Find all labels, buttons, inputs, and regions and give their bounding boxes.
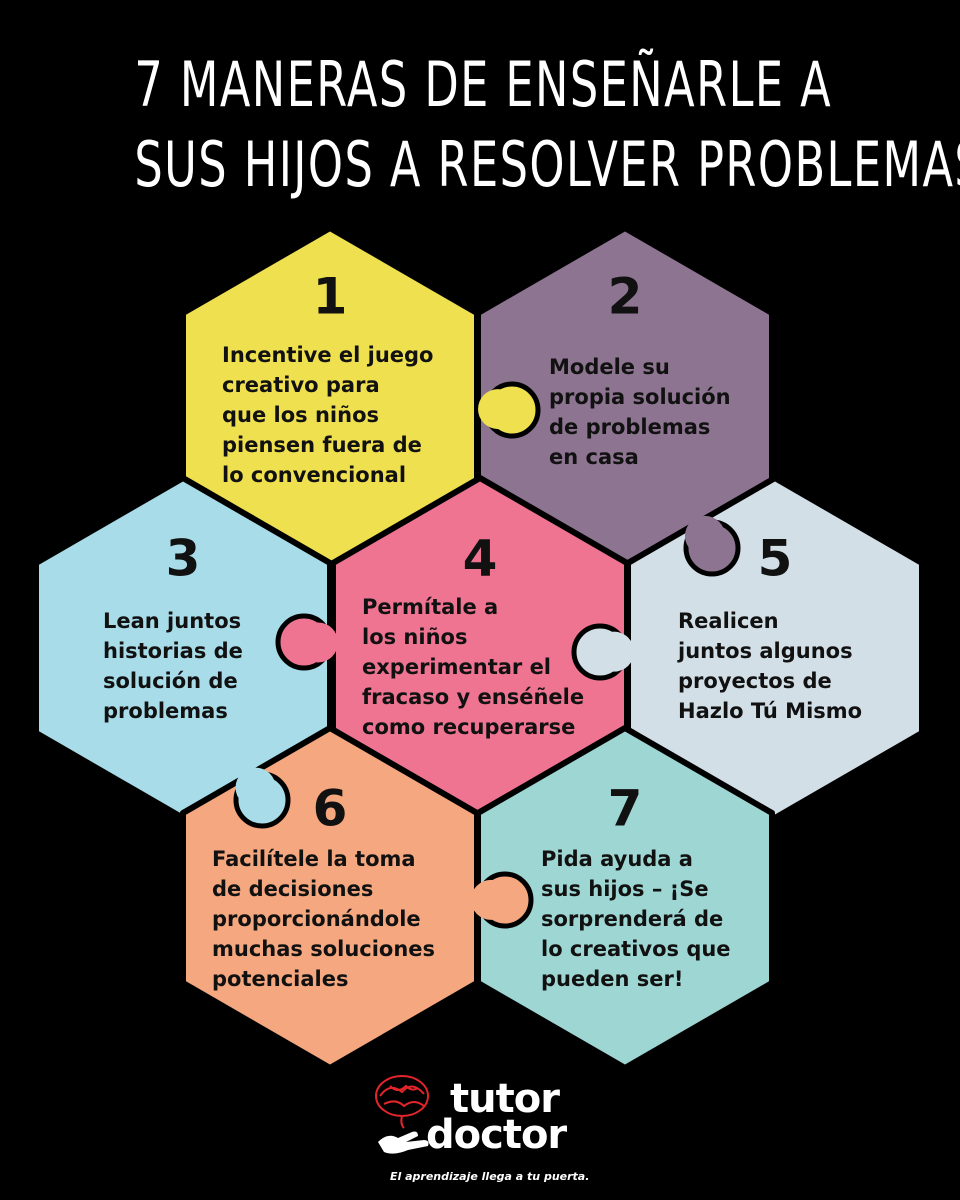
- piece-text-line: Permítale a: [362, 595, 498, 619]
- brain-icon: [375, 1075, 429, 1129]
- piece-text-line: Facilítele la toma: [212, 847, 416, 871]
- title-line-1: 7 MANERAS DE ENSEÑARLE A: [134, 48, 833, 121]
- piece-text-line: los niños: [362, 625, 467, 649]
- piece-text-line: fracaso y enséñele: [362, 685, 584, 709]
- piece-text-line: pueden ser!: [541, 967, 683, 991]
- puzzle-knob-joint: [297, 622, 338, 663]
- piece-text-line: de problemas: [549, 415, 710, 439]
- piece-number: 6: [313, 780, 348, 838]
- puzzle-knob-joint: [235, 767, 276, 808]
- piece-text-line: proyectos de: [678, 669, 832, 693]
- title-line-2: SUS HIJOS A RESOLVER PROBLEMAS: [134, 128, 960, 201]
- puzzle-knob-joint: [471, 879, 512, 920]
- piece-text-line: Realicen: [678, 609, 779, 633]
- piece-text-line: creativo para: [222, 373, 380, 397]
- puzzle-knob-joint: [684, 515, 725, 556]
- piece-text-line: en casa: [549, 445, 639, 469]
- puzzle-piece-7: [475, 725, 775, 1071]
- piece-text-line: potenciales: [212, 967, 348, 991]
- piece-text-line: piensen fuera de: [222, 433, 422, 457]
- piece-text-line: experimentar el: [362, 655, 551, 679]
- logo-word-doctor: doctor: [426, 1112, 567, 1158]
- hex-layer: [33, 225, 925, 1071]
- piece-text-line: Modele su: [549, 355, 670, 379]
- piece-text-line: sorprenderá de: [541, 907, 723, 931]
- logo-word-tutor: tutor: [450, 1076, 560, 1122]
- piece-text-line: proporcionándole: [212, 907, 421, 931]
- piece-text-line: propia solución: [549, 385, 731, 409]
- piece-number: 1: [313, 268, 348, 326]
- piece-number: 4: [463, 530, 498, 588]
- piece-text-line: problemas: [103, 699, 228, 723]
- piece-text-line: que los niños: [222, 403, 379, 427]
- piece-number: 2: [608, 268, 643, 326]
- hand-icon: [378, 1131, 429, 1154]
- puzzle-knob-joint: [593, 631, 634, 672]
- piece-text-line: de decisiones: [212, 877, 373, 901]
- piece-text-line: juntos algunos: [677, 639, 853, 663]
- piece-text-line: muchas soluciones: [212, 937, 435, 961]
- piece-text-line: sus hijos – ¡Se: [541, 877, 709, 901]
- piece-text-line: Pida ayuda a: [541, 847, 693, 871]
- piece-text-line: Incentive el juego: [222, 343, 434, 367]
- piece-text-line: lo convencional: [222, 463, 406, 487]
- puzzle-knob-joint: [478, 389, 519, 430]
- piece-number: 3: [166, 530, 201, 588]
- logo-tagline: El aprendizaje llega a tu puerta.: [390, 1170, 590, 1183]
- piece-text-line: historias de: [103, 639, 243, 663]
- piece-text-line: Lean juntos: [103, 609, 241, 633]
- knob-layer: [233, 381, 741, 929]
- piece-text-line: Hazlo Tú Mismo: [678, 699, 862, 723]
- piece-number: 5: [758, 530, 793, 588]
- piece-text-line: como recuperarse: [362, 715, 575, 739]
- tutor-doctor-logo: tutor doctor El aprendizaje llega a tu p…: [360, 1070, 600, 1190]
- piece-text-line: lo creativos que: [541, 937, 731, 961]
- piece-number: 7: [608, 780, 643, 838]
- piece-text-line: solución de: [103, 669, 238, 693]
